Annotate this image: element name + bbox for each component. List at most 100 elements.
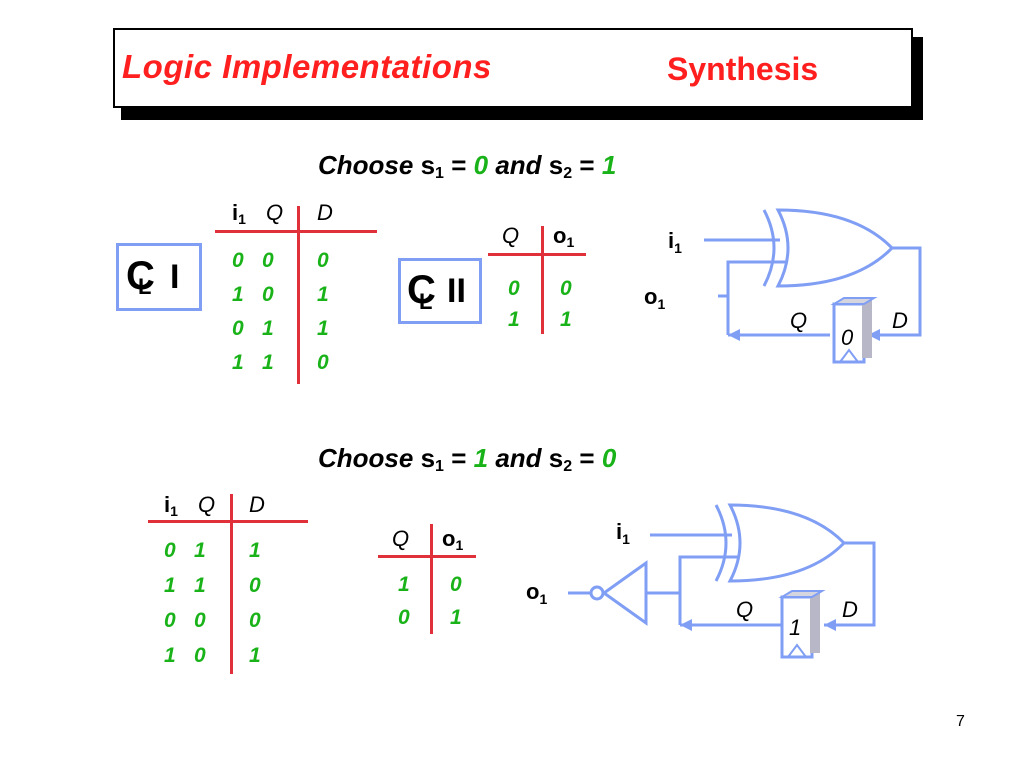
c2t1-header-d: D xyxy=(249,492,265,517)
case2-q-arrow xyxy=(680,619,692,631)
c1t2-cell: 1 xyxy=(508,308,520,331)
c2t1-cell: 1 xyxy=(249,644,261,667)
case2-and-word: and xyxy=(495,443,542,473)
c1t1-cell: 0 xyxy=(262,283,274,306)
cl-i-l-glyph: L xyxy=(138,274,152,299)
c1t1-cell: 1 xyxy=(262,317,274,340)
c2t1-cell: 1 xyxy=(164,644,176,667)
c2t2-header-o: o1 xyxy=(442,526,464,553)
case2-d-label: D xyxy=(842,597,858,622)
cl-i-box xyxy=(116,243,202,311)
c1t1-cell: 1 xyxy=(262,351,274,374)
case2-s1-value: 1 xyxy=(473,443,489,473)
case2-s2-sub: 2 xyxy=(563,458,573,475)
case1-ff-value: 0 xyxy=(841,325,854,350)
c2t1-cell: 0 xyxy=(194,609,206,632)
case2-flipflop xyxy=(780,595,814,659)
c1t2-cell: 0 xyxy=(508,277,520,300)
case2-i1-label: i1 xyxy=(616,519,630,547)
case2-s1-sub: 1 xyxy=(435,458,444,475)
slide-title: Logic Implementations xyxy=(122,48,492,85)
case2-eq-1: = xyxy=(451,443,467,473)
c1t1-cell: 0 xyxy=(232,317,244,340)
cl-i-icon: C xyxy=(126,254,155,298)
case2-inverter-bubble xyxy=(589,585,605,601)
case1-xor-gate xyxy=(775,208,895,288)
c1t1-cell: 0 xyxy=(262,249,274,272)
c2t1-cell: 0 xyxy=(164,609,176,632)
case2-s2-value: 0 xyxy=(601,443,617,473)
case2-choose-word: Choose xyxy=(318,443,414,473)
c1t1-cell: 1 xyxy=(317,283,329,306)
c1t1-header-i: i1 xyxy=(232,200,246,227)
c1t2-cell: 1 xyxy=(560,308,572,331)
case2-circuit: 1 i1 o1 Q D xyxy=(526,503,876,659)
c2t1-cell: 0 xyxy=(194,644,206,667)
c2t1-header-i: i1 xyxy=(164,492,178,519)
cl-ii-label: II xyxy=(447,272,466,310)
case1-and-word: and xyxy=(495,150,542,180)
case1-s1-symbol: s xyxy=(420,150,436,180)
c1t1-cell: 1 xyxy=(317,317,329,340)
c2t2-divider xyxy=(430,524,433,634)
case1-i1-label: i1 xyxy=(668,228,682,256)
c2t2-cell: 0 xyxy=(398,606,410,629)
case1-s1-sub: 1 xyxy=(435,165,444,182)
case2-s1-symbol: s xyxy=(420,443,436,473)
case1-d-label: D xyxy=(892,308,908,333)
cl-ii-box xyxy=(398,258,482,324)
c2t2-header-q: Q xyxy=(392,526,410,551)
case1-s2-value: 1 xyxy=(601,150,617,180)
cl-ii-l-glyph: L xyxy=(419,289,433,314)
case1-choose-word: Choose xyxy=(318,150,414,180)
case2-eq-2: = xyxy=(579,443,595,473)
case2-ff-value: 1 xyxy=(789,615,801,640)
case2-s2-symbol: s xyxy=(548,443,564,473)
c1t1-header-d: D xyxy=(317,200,333,225)
section-label: Synthesis xyxy=(667,51,819,87)
case2-heading: Choose s1 = 1 and s2 = 0 xyxy=(318,443,616,476)
c2t2-cell: 0 xyxy=(450,573,462,596)
case1-s2-symbol: s xyxy=(548,150,564,180)
case2-xor-gate xyxy=(727,503,847,583)
c1t1-cell: 1 xyxy=(232,283,244,306)
case1-o1-label: o1 xyxy=(644,284,665,312)
c2t2-cell: 1 xyxy=(398,573,410,596)
case1-s1-value: 0 xyxy=(473,150,489,180)
cl-i-label: I xyxy=(170,258,180,296)
c2t1-cell: 1 xyxy=(249,539,261,562)
c1t2-header-o: o1 xyxy=(553,223,575,250)
case2-q-label: Q xyxy=(736,597,753,622)
c1t1-cell: 0 xyxy=(232,249,244,272)
c1t1-cell: 0 xyxy=(317,351,329,374)
c2t1-cell: 1 xyxy=(194,574,206,597)
c2t1-divider xyxy=(230,494,233,674)
c2t1-cell: 1 xyxy=(164,574,176,597)
page-number: 7 xyxy=(956,713,965,730)
c2t1-header-rule xyxy=(148,520,308,523)
c1t2-divider xyxy=(541,226,544,334)
case1-d-arrow xyxy=(868,329,880,341)
case1-s2-sub: 2 xyxy=(563,165,573,182)
case2-d-arrow xyxy=(824,619,836,631)
c2t1-cell: 0 xyxy=(249,574,261,597)
c2t1-cell: 0 xyxy=(249,609,261,632)
c1t2-header-rule xyxy=(488,253,586,256)
c2t1-header-q: Q xyxy=(198,492,216,517)
case1-eq-2: = xyxy=(579,150,595,180)
c2t1-cell: 0 xyxy=(164,539,176,562)
title-box xyxy=(113,28,913,108)
cl-ii-icon: C xyxy=(407,268,436,312)
case1-eq-1: = xyxy=(451,150,467,180)
c2t2-header-rule xyxy=(378,555,476,558)
case2-o1-label: o1 xyxy=(526,579,547,607)
case1-heading: Choose s1 = 0 and s2 = 1 xyxy=(318,150,616,183)
c1t1-header-q: Q xyxy=(266,200,284,225)
c1t1-cell: 0 xyxy=(317,249,329,272)
c1t1-divider xyxy=(297,206,300,384)
c1t1-header-rule xyxy=(215,230,377,233)
case1-q-arrow xyxy=(728,329,740,341)
c1t2-cell: 0 xyxy=(560,277,572,300)
c1t1-cell: 1 xyxy=(232,351,244,374)
c2t2-cell: 1 xyxy=(450,606,462,629)
